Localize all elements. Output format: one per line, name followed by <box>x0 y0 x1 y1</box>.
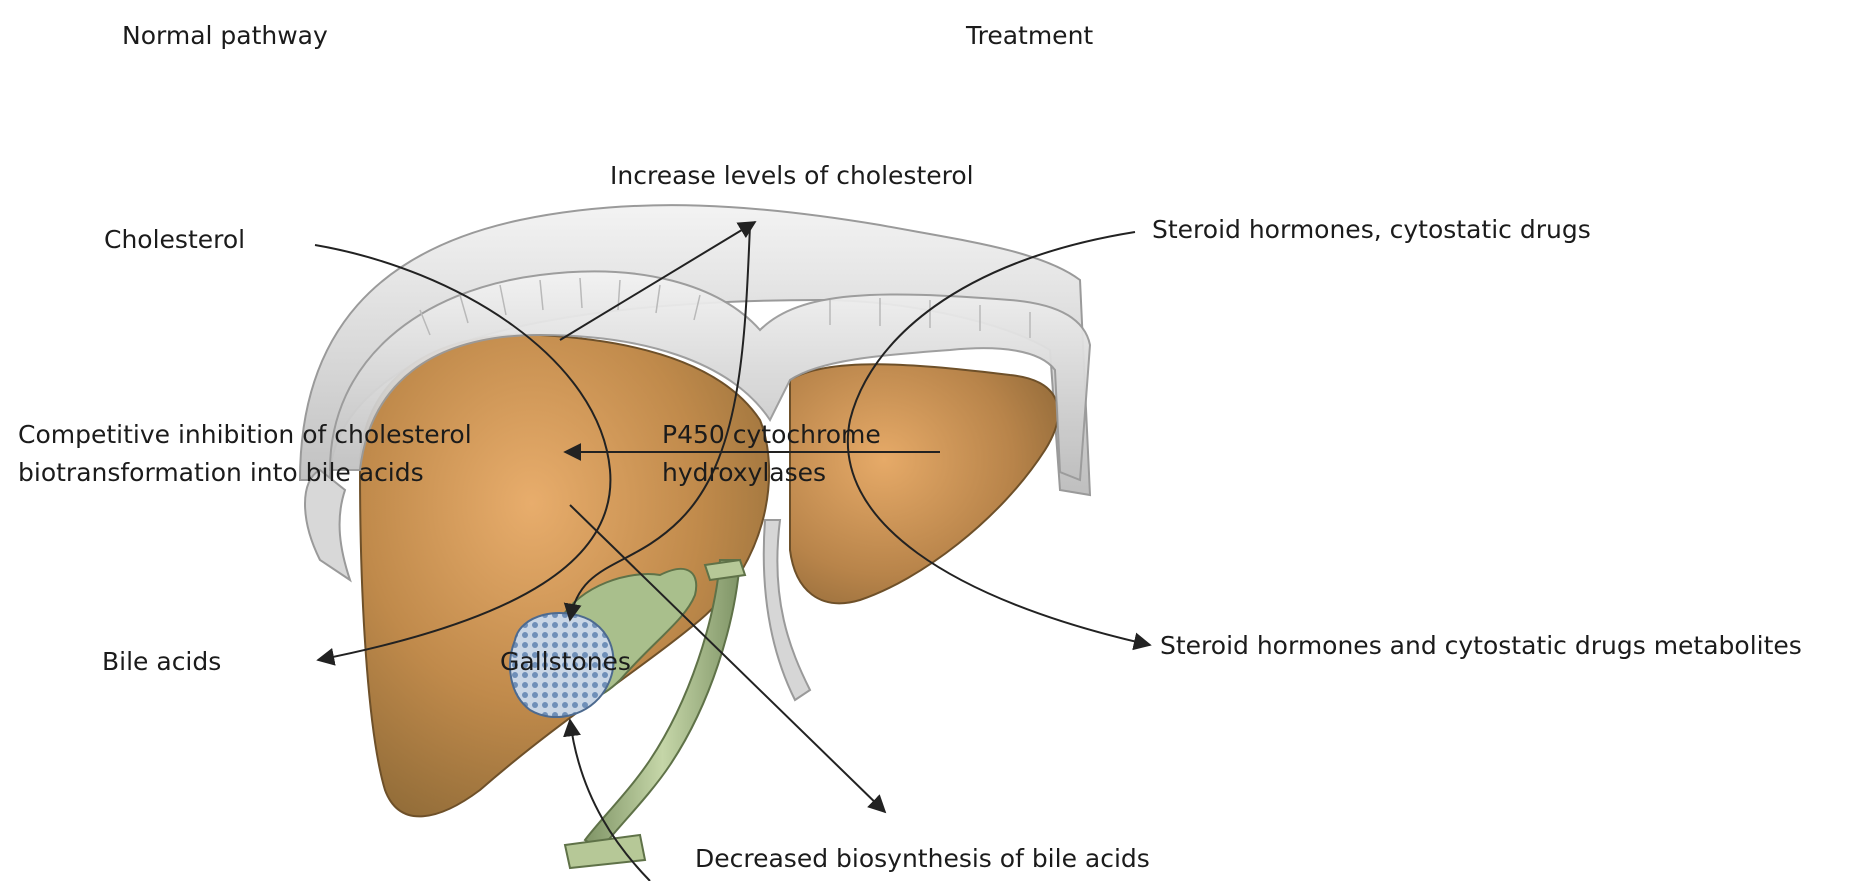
label-cholesterol: Cholesterol <box>104 222 245 258</box>
label-p450-line2: hydroxylases <box>662 454 826 492</box>
label-competitive-inhibition-line1: Competitive inhibition of cholesterol <box>18 416 472 454</box>
label-competitive-inhibition-line2: biotransformation into bile acids <box>18 454 424 492</box>
liver-left-lobe <box>790 364 1058 603</box>
label-steroid-hormones: Steroid hormones, cytostatic drugs <box>1152 212 1591 248</box>
label-decreased-biosynthesis: Decreased biosynthesis of bile acids <box>695 841 1150 877</box>
label-bile-acids: Bile acids <box>102 644 221 680</box>
label-gallstones: Gallstones <box>500 644 631 680</box>
label-metabolites: Steroid hormones and cytostatic drugs me… <box>1160 628 1802 664</box>
header-treatment: Treatment <box>966 18 1093 54</box>
label-p450-line1: P450 cytochrome <box>662 416 881 454</box>
header-normal-pathway: Normal pathway <box>122 18 328 54</box>
label-increase-cholesterol: Increase levels of cholesterol <box>610 158 974 194</box>
